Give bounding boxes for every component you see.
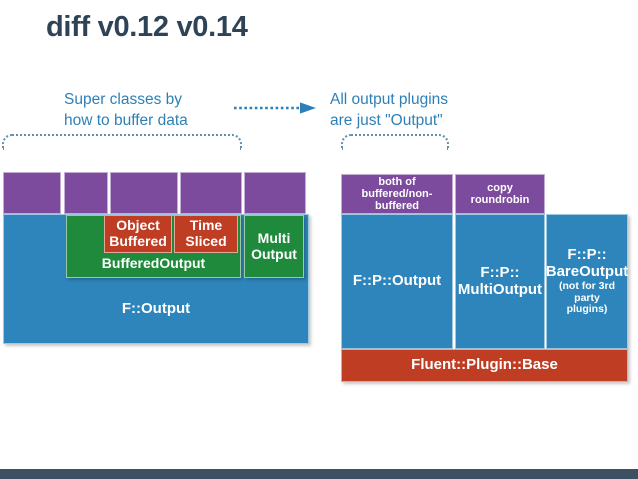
plugin-slot-4	[180, 172, 242, 214]
dotted-arrow-right-icon	[234, 102, 316, 114]
bracket-left	[2, 134, 242, 150]
note-box-both-buffered-label: both of buffered/non-buffered	[361, 175, 433, 213]
class-box-fp-bareoutput-note-line-2: plugins)	[566, 303, 608, 316]
note-box-copy-roundrobin: copy roundrobin	[455, 174, 545, 214]
class-box-fp-multioutput-label: F::P:: MultiOutput	[457, 263, 543, 298]
caption-left-line-2: how to buffer data	[64, 112, 188, 129]
diagram-v012: F::Output BufferedOutput Object Buffered…	[3, 172, 309, 344]
caption-right-line-1: All output plugins	[330, 91, 449, 108]
bracket-right	[341, 134, 449, 150]
class-box-fp-bareoutput-label: F::P:: BareOutput (not for 3rd party plu…	[545, 246, 629, 316]
class-box-multi-output: Multi Output	[244, 215, 304, 278]
footer-bar	[0, 469, 638, 479]
class-box-f-output-label: F::Output	[121, 300, 191, 317]
plugin-slot-1	[3, 172, 61, 214]
note-box-both-buffered: both of buffered/non-buffered	[341, 174, 453, 214]
plugin-slot-3	[110, 172, 178, 214]
class-box-buffered-output-label: BufferedOutput	[101, 255, 206, 272]
class-box-fluent-plugin-base-label: Fluent::Plugin::Base	[411, 356, 558, 374]
class-box-fp-multioutput: F::P:: MultiOutput	[455, 214, 545, 349]
class-box-fluent-plugin-base: Fluent::Plugin::Base	[341, 349, 628, 382]
class-box-fp-output: F::P::Output	[341, 214, 453, 349]
class-box-fp-bareoutput: F::P:: BareOutput (not for 3rd party plu…	[546, 214, 628, 349]
caption-right: All output plugins are just "Output"	[330, 89, 448, 131]
class-box-multi-output-label: Multi Output	[251, 229, 297, 262]
caption-left: Super classes by how to buffer data	[64, 89, 188, 131]
plugin-slot-2	[64, 172, 108, 214]
class-box-fp-bareoutput-note-line-1: (not for 3rd party	[559, 279, 615, 304]
caption-right-line-2: are just "Output"	[330, 112, 443, 129]
plugin-slot-5	[244, 172, 306, 214]
caption-left-line-1: Super classes by	[64, 91, 183, 108]
note-box-copy-roundrobin-label: copy roundrobin	[470, 181, 530, 206]
class-box-time-sliced: Time Sliced	[174, 215, 238, 253]
page-title: diff v0.12 v0.14	[46, 11, 248, 43]
class-box-time-sliced-label: Time Sliced	[185, 217, 227, 249]
class-box-fp-output-label: F::P::Output	[352, 272, 442, 290]
class-box-object-buffered-label: Object Buffered	[109, 217, 167, 249]
class-box-object-buffered: Object Buffered	[104, 215, 172, 253]
